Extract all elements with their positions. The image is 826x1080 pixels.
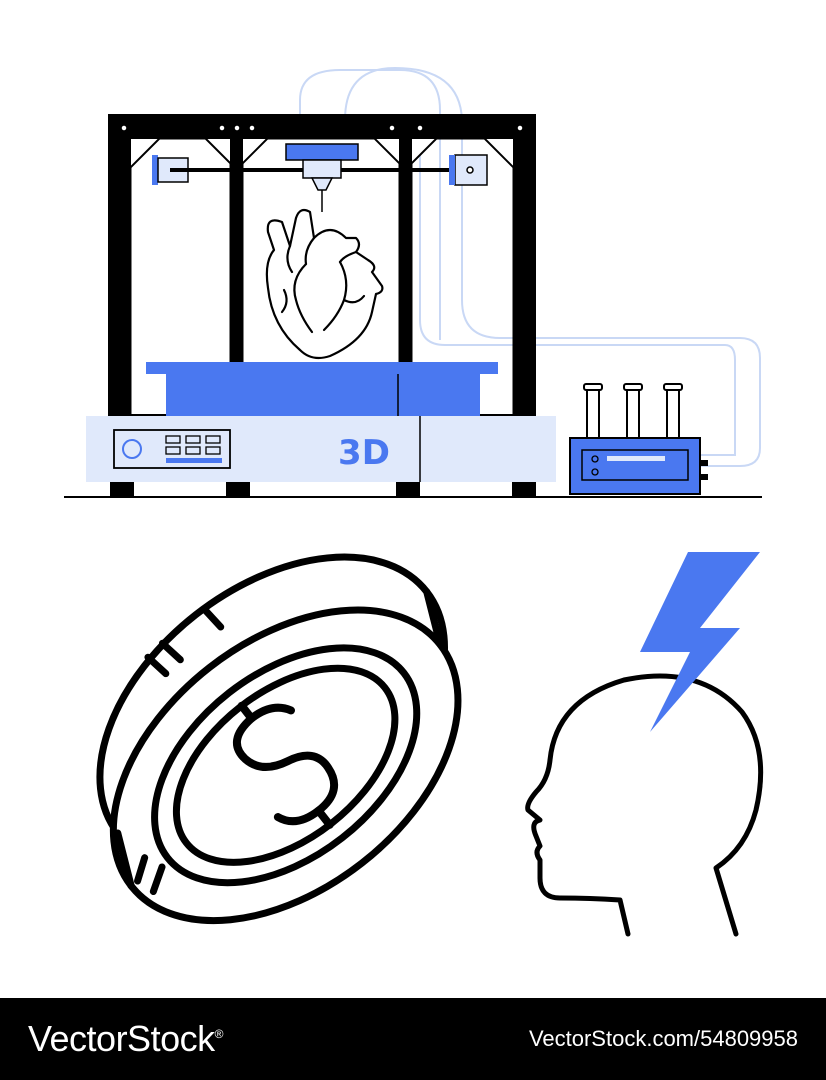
print-bed: [146, 362, 498, 416]
watermark-footer: VectorStock® VectorStock.com/54809958: [0, 998, 826, 1080]
filament-tubes: [299, 66, 761, 467]
registered-mark: ®: [214, 1027, 224, 1041]
filament-controller: [569, 383, 708, 495]
vectorstock-brand: VectorStock®: [28, 1018, 223, 1060]
printer-feet: [110, 482, 536, 496]
printer-base: 3D: [86, 416, 556, 482]
head-silhouette-icon: [525, 673, 764, 937]
brand-name: VectorStock: [28, 1018, 215, 1059]
stock-id: VectorStock.com/54809958: [528, 1026, 798, 1051]
illustration: 3D: [64, 66, 764, 937]
printer-3d-label: 3D: [338, 433, 390, 473]
human-heart-icon: [265, 208, 384, 360]
lightning-bolt-icon: [640, 552, 760, 732]
dollar-coin-icon: [96, 553, 462, 925]
frame-bolts: [120, 124, 524, 132]
print-head: [285, 143, 359, 212]
3d-printer-icon: 3D: [64, 66, 762, 498]
